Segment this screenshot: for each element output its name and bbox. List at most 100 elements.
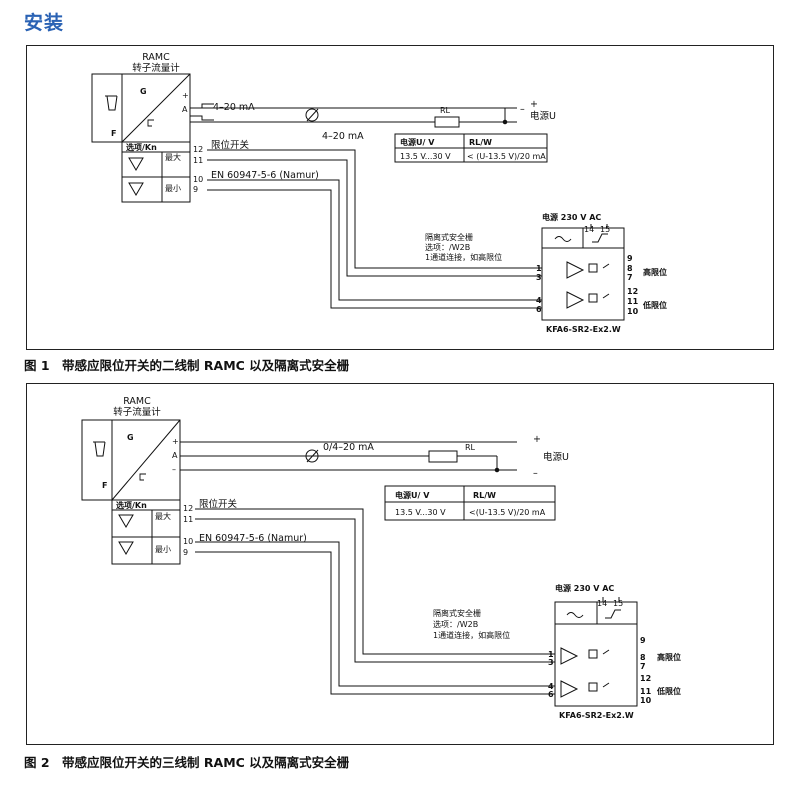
spec-table xyxy=(394,133,548,163)
terminal-plus: + xyxy=(182,91,189,100)
device-current-label: 4–20 mA xyxy=(213,102,255,113)
flow-cup-icon xyxy=(93,441,106,457)
figure-2-diagram: RAMC 转子流量计 G F + A – 0/4–20 mA RL + 电源U … xyxy=(81,396,681,720)
barrier-out-12: 12 xyxy=(640,674,651,683)
barrier-note-1: 隔离式安全栅 xyxy=(425,232,473,242)
terminal-11: 11 xyxy=(183,515,193,524)
barrier-out-9: 9 xyxy=(640,636,646,645)
device-subtitle: 转子流量计 xyxy=(113,406,161,418)
option-min: 最小 xyxy=(155,545,171,554)
sensor-max-icon xyxy=(118,514,134,528)
namur-label: EN 60947-5-6 (Namur) xyxy=(199,533,307,544)
sensor-min-icon xyxy=(118,541,134,555)
flow-cup-icon xyxy=(105,95,118,111)
barrier-note-3: 1通道连接，如高限位 xyxy=(433,630,510,640)
device-letter-f: F xyxy=(102,481,107,490)
barrier-out-10: 10 xyxy=(627,307,639,316)
power-label: 电源U xyxy=(543,451,569,463)
table-cell-rl: <(U-13.5 V)/20 mA xyxy=(469,508,546,517)
table-header-rl: RL/W xyxy=(469,138,492,147)
power-plus: + xyxy=(533,434,541,445)
sensor-min-icon xyxy=(128,182,144,196)
terminal-11: 11 xyxy=(193,156,203,165)
barrier-in-3: 3 xyxy=(548,658,554,667)
figure-2-caption: 图 2 带感应限位开关的三线制 RAMC 以及隔离式安全栅 xyxy=(24,755,350,770)
resistor-icon xyxy=(434,116,460,128)
device-name: RAMC xyxy=(142,52,170,63)
terminal-a: A xyxy=(182,105,188,114)
terminal-12: 12 xyxy=(183,504,193,513)
figure-1-diagram: RAMC 转子流量计 G F + A 4–20 mA 4–20 mA RL – … xyxy=(91,52,667,334)
option-max: 最大 xyxy=(165,152,181,162)
option-min: 最小 xyxy=(165,184,181,193)
barrier-power: 电源 230 V AC xyxy=(555,583,614,593)
amp-low-icon xyxy=(566,291,585,309)
amp-low-icon xyxy=(560,680,579,698)
terminal-9: 9 xyxy=(193,185,198,194)
ramc-device xyxy=(91,73,191,203)
isolating-barrier xyxy=(541,224,625,321)
figure-1-caption: 图 1 带感应限位开关的二线制 RAMC 以及隔离式安全栅 xyxy=(24,358,350,373)
spec-table xyxy=(384,485,556,521)
barrier-terminal-14: 14 xyxy=(597,599,607,608)
barrier-out-9: 9 xyxy=(627,254,633,263)
barrier-out-11: 11 xyxy=(627,297,639,306)
power-label: 电源U xyxy=(530,110,556,122)
table-header-voltage: 电源U/ V xyxy=(395,490,430,500)
barrier-low: 低限位 xyxy=(642,300,667,310)
limit-switch-label: 限位开关 xyxy=(199,498,238,510)
table-cell-voltage: 13.5 V...30 V xyxy=(400,152,451,161)
barrier-terminal-15: 15 xyxy=(613,599,623,608)
barrier-high: 高限位 xyxy=(643,267,667,277)
table-cell-voltage: 13.5 V...30 V xyxy=(395,508,446,517)
page-heading: 安装 xyxy=(24,12,65,34)
ammeter-icon xyxy=(305,108,319,122)
table-header-voltage: 电源U/ V xyxy=(400,137,435,147)
resistor-label: RL xyxy=(465,443,476,452)
barrier-low: 低限位 xyxy=(656,686,681,696)
device-letter-f: F xyxy=(111,129,116,138)
barrier-model: KFA6-SR2-Ex2.W xyxy=(559,711,634,720)
terminal-10: 10 xyxy=(193,175,203,184)
amp-high-icon xyxy=(566,261,585,279)
resistor-icon xyxy=(428,450,458,463)
ac-wave-icon xyxy=(566,612,584,618)
barrier-out-8: 8 xyxy=(627,264,633,273)
resistor-label: RL xyxy=(440,106,451,115)
barrier-in-1: 1 xyxy=(548,650,554,659)
barrier-out-8: 8 xyxy=(640,653,646,662)
barrier-model: KFA6-SR2-Ex2.W xyxy=(546,325,621,334)
terminal-a: A xyxy=(172,451,178,460)
ramc-device xyxy=(81,419,181,565)
power-minus: – xyxy=(520,104,525,115)
device-subtitle: 转子流量计 xyxy=(132,62,180,74)
amp-high-icon xyxy=(560,647,579,665)
terminal-plus: + xyxy=(172,437,179,446)
table-header-rl: RL/W xyxy=(473,491,496,500)
barrier-note-2: 选项：/W2B xyxy=(425,242,470,252)
figure-2-frame: RAMC 转子流量计 G F + A – 0/4–20 mA RL + 电源U … xyxy=(26,383,774,745)
ac-wave-icon xyxy=(554,236,572,242)
barrier-out-7: 7 xyxy=(640,662,646,671)
barrier-terminal-15: 15 xyxy=(600,225,610,234)
power-plus: + xyxy=(530,99,538,110)
device-letter-g: G xyxy=(127,433,134,442)
terminal-10: 10 xyxy=(183,537,193,546)
barrier-in-6: 6 xyxy=(548,690,554,699)
terminal-minus: – xyxy=(172,465,176,474)
power-minus: – xyxy=(533,468,538,479)
figure-1-frame: RAMC 转子流量计 G F + A 4–20 mA 4–20 mA RL – … xyxy=(26,45,774,350)
barrier-out-12: 12 xyxy=(627,287,638,296)
barrier-high: 高限位 xyxy=(657,652,681,662)
device-name: RAMC xyxy=(123,396,151,407)
line-current-label: 0/4–20 mA xyxy=(323,442,374,453)
limit-switch-label: 限位开关 xyxy=(211,139,250,151)
terminal-9: 9 xyxy=(183,548,188,557)
option-label: 选项/Kn xyxy=(126,142,157,152)
option-max: 最大 xyxy=(155,511,171,521)
barrier-note-3: 1通道连接，如高限位 xyxy=(425,252,502,262)
barrier-power: 电源 230 V AC xyxy=(542,212,601,222)
device-letter-g: G xyxy=(140,87,147,96)
barrier-in-1: 1 xyxy=(536,264,542,273)
barrier-in-6: 6 xyxy=(536,305,542,314)
